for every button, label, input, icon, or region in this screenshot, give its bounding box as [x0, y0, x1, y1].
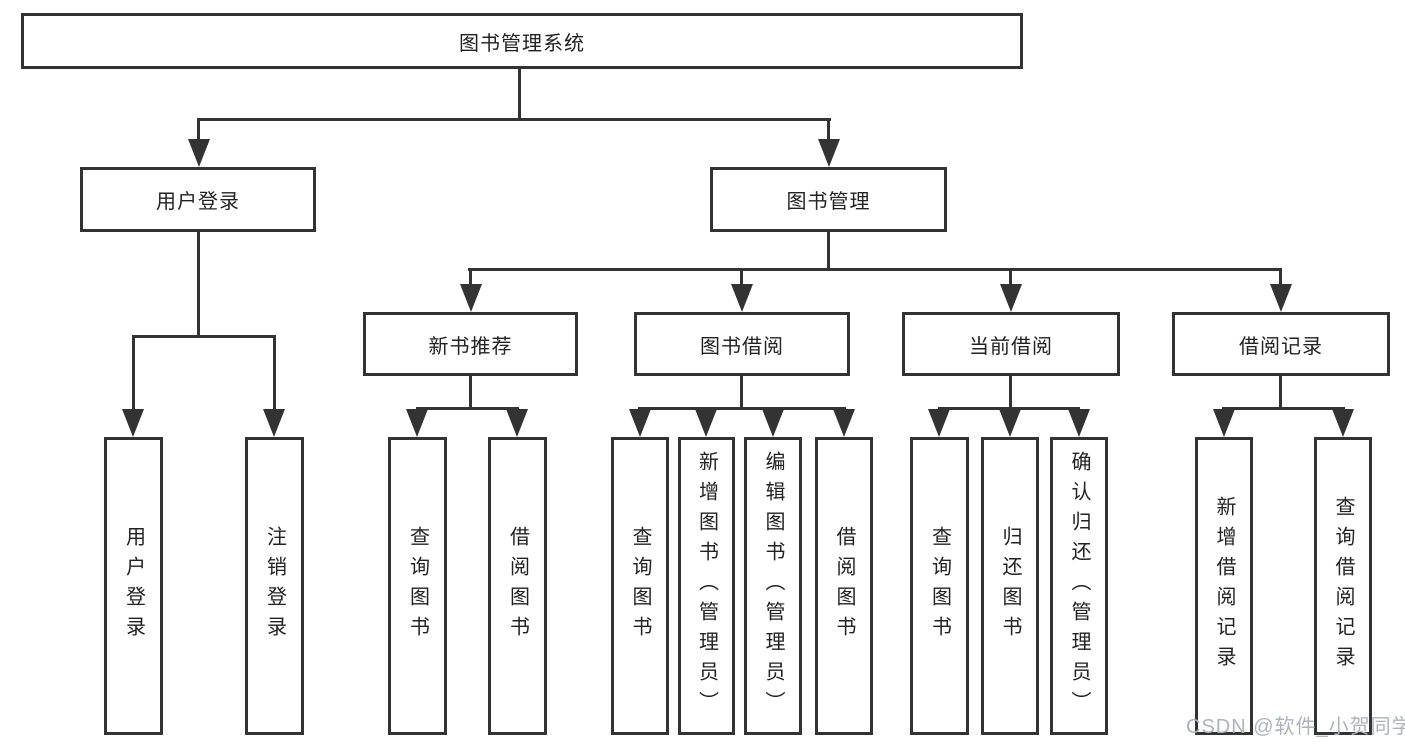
- leaf-bb-borrow-book: 借阅图书: [815, 437, 873, 735]
- arrow-down-icon: [999, 409, 1021, 437]
- arrow-down-icon: [1213, 409, 1235, 437]
- arrow-down-icon: [1068, 409, 1090, 437]
- leaf-cb-query-book: 查询图书: [910, 437, 969, 735]
- connector-line: [1279, 268, 1282, 284]
- connector-line: [518, 69, 521, 118]
- connector-line: [197, 118, 200, 141]
- node-root: 图书管理系统: [21, 13, 1023, 69]
- node-user-login: 用户登录: [80, 167, 316, 232]
- arrow-down-icon: [762, 409, 784, 437]
- arrow-down-icon: [1000, 284, 1022, 312]
- connector-line: [468, 268, 1282, 271]
- connector-line: [1279, 376, 1282, 407]
- node-book-borrow: 图书借阅: [634, 312, 850, 376]
- connector-line: [827, 118, 830, 141]
- connector-line: [1009, 376, 1012, 407]
- arrow-down-icon: [188, 139, 210, 167]
- leaf-bb-add-book-admin: 新增图书（管理员）: [678, 437, 735, 735]
- leaf-user-login: 用户登录: [104, 437, 163, 735]
- leaf-br-query-record: 查询借阅记录: [1314, 437, 1372, 735]
- node-new-book-recommend: 新书推荐: [363, 312, 578, 376]
- arrow-down-icon: [406, 409, 428, 437]
- arrow-down-icon: [731, 284, 753, 312]
- connector-line: [827, 232, 830, 268]
- node-borrow-record: 借阅记录: [1172, 312, 1390, 376]
- leaf-nb-query-book: 查询图书: [388, 437, 447, 735]
- leaf-bb-query-book: 查询图书: [611, 437, 669, 735]
- leaf-logout: 注销登录: [245, 437, 304, 735]
- connector-line: [740, 376, 743, 407]
- arrow-down-icon: [928, 409, 950, 437]
- arrow-down-icon: [263, 409, 285, 437]
- leaf-cb-confirm-return-admin: 确认归还（管理员）: [1050, 437, 1108, 735]
- connector-line: [132, 335, 135, 409]
- leaf-cb-return-book: 归还图书: [981, 437, 1039, 735]
- connector-line: [1009, 268, 1012, 284]
- arrow-down-icon: [629, 409, 651, 437]
- connector-line: [1222, 407, 1345, 410]
- arrow-down-icon: [818, 139, 840, 167]
- connector-line: [132, 335, 276, 338]
- arrow-down-icon: [1270, 284, 1292, 312]
- connector-line: [469, 268, 472, 284]
- connector-line: [273, 335, 276, 409]
- connector-line: [197, 232, 200, 335]
- leaf-br-add-record: 新增借阅记录: [1195, 437, 1253, 735]
- leaf-bb-edit-book-admin: 编辑图书（管理员）: [744, 437, 802, 735]
- arrow-down-icon: [122, 409, 144, 437]
- watermark: CSDN @软件_小贺同学: [1186, 716, 1405, 738]
- arrow-down-icon: [833, 409, 855, 437]
- arrow-down-icon: [695, 409, 717, 437]
- connector-line: [740, 268, 743, 284]
- arrow-down-icon: [1332, 409, 1354, 437]
- connector-line: [416, 407, 519, 410]
- connector-line: [638, 407, 846, 410]
- connector-line: [469, 376, 472, 407]
- node-current-borrow: 当前借阅: [902, 312, 1120, 376]
- arrow-down-icon: [460, 284, 482, 312]
- node-book-management: 图书管理: [710, 167, 947, 232]
- leaf-nb-borrow-book: 借阅图书: [488, 437, 547, 735]
- arrow-down-icon: [506, 409, 528, 437]
- connector-line: [197, 118, 831, 121]
